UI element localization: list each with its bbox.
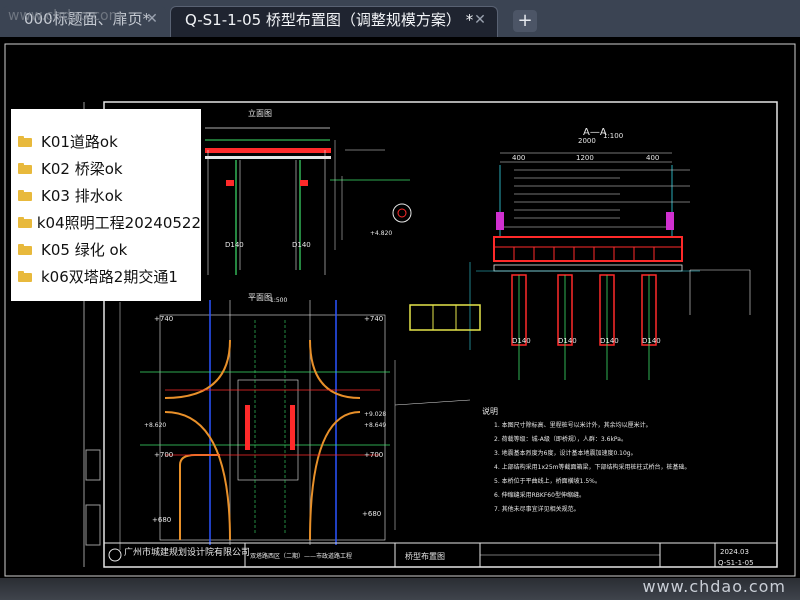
folder-label: K03 排水ok	[41, 187, 123, 205]
folder-item[interactable]: K03 排水ok	[11, 182, 201, 209]
dim-label: 2000	[578, 137, 596, 145]
pile-group	[511, 274, 657, 380]
notes-block: 说明 1. 本图尺寸除标高、里程桩号以米计外，其余均以厘米计。 2. 荷载等级：…	[482, 406, 690, 513]
watermark: www.chdao.com	[8, 8, 123, 24]
folder-item[interactable]: k04照明工程20240522	[11, 209, 201, 236]
sheet-name: 桥型布置图	[405, 551, 445, 561]
close-icon[interactable]: ✕	[474, 12, 486, 28]
cap-beam	[493, 264, 683, 272]
pile-label: D140	[642, 337, 661, 345]
folder-label: k04照明工程20240522	[36, 214, 201, 232]
deck-section	[205, 148, 331, 153]
drawing-date: 2024.03	[720, 548, 749, 556]
pile-label: D140	[558, 337, 577, 345]
dim-label: 400	[512, 154, 525, 162]
folder-item[interactable]: K02 桥梁ok	[11, 155, 201, 182]
notes-title: 说明	[482, 406, 498, 416]
note-line: 7. 其他未尽事宜详见相关规范。	[494, 505, 580, 513]
folder-list-panel: K01道路ok K02 桥梁ok K03 排水ok k04照明工程2024052…	[11, 109, 201, 301]
folder-item[interactable]: k06双塔路2期交通1	[11, 263, 201, 290]
elevation-label: +680	[152, 516, 171, 524]
cad-drawing: 立面图 D140 D140 A—A 1:100	[4, 43, 796, 577]
section-title: A—A	[583, 127, 607, 138]
folder-label: K01道路ok	[41, 133, 118, 151]
dim-label: 400	[646, 154, 659, 162]
tab-bridge-layout[interactable]: Q-S1-1-05 桥型布置图（调整规模方案） * ✕	[170, 6, 498, 37]
elevation-label: +700	[154, 451, 173, 459]
pile-label: D140	[292, 241, 311, 249]
folder-label: K05 绿化 ok	[41, 241, 128, 259]
detail-circle	[392, 203, 412, 223]
note-line: 2. 荷载等级：城-A级（即桥规），人群：3.6kPa。	[494, 435, 627, 443]
sheet-number: Q-S1-1-05	[718, 559, 754, 567]
plan-scale: 1:500	[270, 297, 287, 304]
folder-icon	[18, 190, 32, 201]
note-line: 3. 地震基本烈度为6度，设计基本地震加速度0.10g。	[494, 449, 637, 457]
company-name: 广州市城建规划设计院有限公司	[124, 546, 250, 558]
watermark: www.chdao.com	[642, 577, 786, 596]
sheet-outer-frame	[4, 43, 796, 577]
tab-bar: 000标题面、扉页* ✕ Q-S1-1-05 桥型布置图（调整规模方案） * ✕…	[0, 0, 800, 37]
pile-label: D140	[600, 337, 619, 345]
folder-icon	[18, 217, 32, 228]
project-name: 双塔路西区（二期）——市政道路工程	[250, 552, 352, 560]
folder-icon	[18, 163, 32, 174]
folder-item[interactable]: K01道路ok	[11, 128, 201, 155]
box-girder	[493, 236, 683, 262]
tab-label: Q-S1-1-05 桥型布置图（调整规模方案） *	[185, 11, 474, 29]
dim-label: 1200	[576, 154, 594, 162]
pile-label: D140	[225, 241, 244, 249]
note-line: 6. 伸缩缝采用RBKF60型伸缩缝。	[494, 491, 585, 499]
pile-label: D140	[512, 337, 531, 345]
elevation-label: +680	[362, 510, 381, 518]
drawing-canvas[interactable]: 立面图 D140 D140 A—A 1:100	[0, 37, 800, 600]
note-line: 1. 本图尺寸除标高、里程桩号以米计外，其余均以厘米计。	[494, 421, 652, 429]
plan-view: 平面图 1:500 +740 +740 +700 +700	[119, 230, 471, 550]
elevation-label: +700	[364, 451, 383, 459]
tab-label: 000标题面、扉页*	[24, 10, 151, 28]
title-block: 广州市城建规划设计院有限公司 双塔路西区（二期）——市政道路工程 桥型布置图 2…	[103, 542, 778, 568]
folder-icon	[18, 136, 32, 147]
new-tab-button[interactable]: +	[513, 10, 537, 32]
folder-label: k06双塔路2期交通1	[41, 268, 178, 286]
note-line: 4. 上部结构采用1x25m等截面箱梁，下部结构采用桩柱式桥台，桩基础。	[494, 463, 690, 471]
elevation-label: +740	[154, 315, 173, 323]
plan-title: 平面图	[248, 293, 272, 302]
company-logo-icon	[108, 548, 122, 562]
tab-cover-page[interactable]: 000标题面、扉页* ✕	[2, 6, 166, 37]
note-line: 5. 本桥位于平曲线上，桥面横坡1.5%。	[494, 477, 601, 485]
elevation-label: +740	[364, 315, 383, 323]
status-bar	[0, 578, 800, 600]
elevation-label: +4.820	[370, 230, 392, 237]
elevation-label: +8.649	[364, 422, 386, 429]
elevation-label: +8.620	[144, 422, 166, 429]
binding-box	[85, 449, 101, 481]
folder-label: K02 桥梁ok	[41, 160, 123, 178]
detail-box	[409, 304, 481, 331]
folder-item[interactable]: K05 绿化 ok	[11, 236, 201, 263]
elevation-view: 立面图 D140 D140	[205, 108, 412, 275]
folder-icon	[18, 244, 32, 255]
section-scale: 1:100	[603, 132, 623, 140]
elevation-title: 立面图	[248, 108, 272, 118]
close-icon[interactable]: ✕	[146, 11, 158, 27]
section-aa-view: A—A 1:100 400 1200 400 2000	[409, 127, 751, 380]
folder-icon	[18, 271, 32, 282]
elevation-label: +9.028	[364, 411, 386, 418]
binding-box	[85, 504, 101, 546]
sheet-inner-frame	[103, 101, 778, 568]
